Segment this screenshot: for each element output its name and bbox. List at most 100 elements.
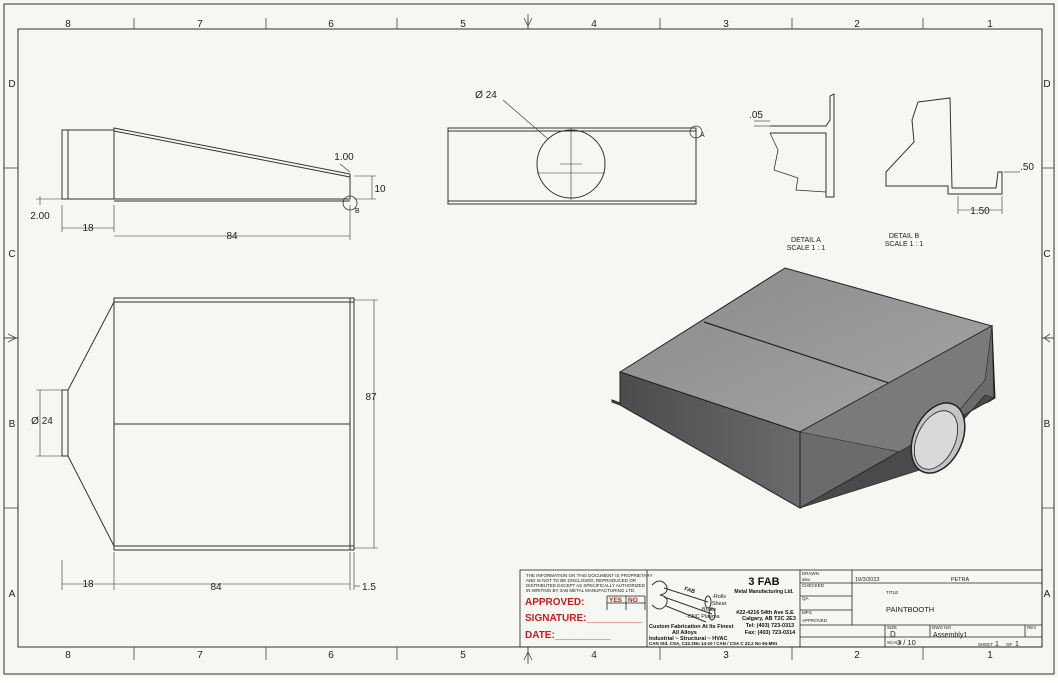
industries: Industrial ~ Structural ~ HVAC (649, 636, 727, 642)
label-mfg: MFG (802, 610, 812, 615)
label-checked: CHECKED (802, 583, 825, 588)
zone-row-a: A (9, 589, 16, 600)
zone-col-5-bottom: 5 (460, 650, 466, 661)
title-block (519, 569, 1043, 648)
dim-top-1-5: 1.5 (362, 582, 376, 593)
service-brake: -Brake (700, 607, 716, 613)
label-title: TITLE (886, 590, 898, 595)
service-shear: -Shear (710, 601, 727, 607)
detail-b-callout: B (355, 208, 360, 215)
dim-side-18: 18 (82, 223, 94, 234)
zone-col-1-bottom: 1 (987, 650, 993, 661)
zone-col-2-bottom: 2 (854, 650, 860, 661)
scale-value: 3 / 10 (897, 638, 916, 647)
zone-col-2: 2 (854, 19, 860, 30)
zone-col-8: 8 (65, 19, 71, 30)
detail-a (754, 93, 835, 198)
dim-side-1-00: 1.00 (334, 152, 354, 163)
top-view-dims: 87 Ø 24 18 84 1.5 (31, 392, 377, 593)
zone-col-7-bottom: 7 (197, 650, 203, 661)
label-dwg-no: DWG NO (932, 625, 951, 630)
dim-side-10: 10 (374, 184, 386, 195)
zone-row-d-right: D (1043, 79, 1050, 90)
notice-line-2: AND IS NOT TO BE DISCLOSED, REPRODUCED O… (526, 578, 637, 583)
service-cnc: -CNC Plasma (686, 614, 721, 620)
zone-col-6: 6 (328, 19, 334, 30)
zone-col-3-bottom: 3 (723, 650, 729, 661)
side-view-dims: 1.00 10 2.00 18 84 B (30, 152, 386, 242)
zone-row-a-right: A (1044, 589, 1051, 600)
zone-labels-rows: D C B A D C B A (8, 79, 1050, 600)
dim-side-2-00: 2.00 (30, 211, 50, 222)
isometric-view (611, 267, 996, 509)
zone-col-5: 5 (460, 19, 466, 30)
alloys: All Alloys (672, 630, 697, 636)
detail-a-text: .05 DETAIL A SCALE 1 : 1 (749, 110, 825, 252)
detail-b-dim-150: 1.50 (970, 206, 990, 217)
sheet-value: 1 (995, 641, 999, 648)
detail-a-scale: SCALE 1 : 1 (787, 245, 826, 252)
label-qa: QA (802, 596, 809, 601)
dim-front-dia: Ø 24 (475, 90, 497, 101)
zone-col-1: 1 (987, 19, 993, 30)
title-block-text: THE INFORMATION ON THIS DOCUMENT IS PROP… (525, 571, 1036, 648)
address-1: #22-4216 54th Ave S.E (736, 610, 794, 616)
zone-col-6-bottom: 6 (328, 650, 334, 661)
zone-row-c: C (8, 249, 15, 260)
dim-top-84: 84 (210, 582, 222, 593)
fax: Fax: (403) 723-0314 (745, 630, 796, 636)
zone-col-4: 4 (591, 19, 597, 30)
zone-col-7: 7 (197, 19, 203, 30)
zone-col-4-bottom: 4 (591, 650, 597, 661)
logo-fab: FAB (683, 586, 695, 595)
zone-labels-top: 8 7 6 5 4 3 2 1 (65, 19, 993, 30)
front-view-dims: Ø 24 A (475, 90, 705, 139)
detail-b-title: DETAIL B (889, 233, 920, 240)
detail-a-dim: .05 (749, 110, 763, 121)
drawn-date: 10/3/2023 (855, 577, 879, 583)
drawing-title: PAINTBOOTH (886, 605, 934, 614)
notice-line-1: THE INFORMATION ON THIS DOCUMENT IS PROP… (526, 573, 653, 578)
certification: CAN Std. CSA, C22.2No 14-10 / CAN / CSA … (649, 641, 778, 646)
approved-label: APPROVED: (525, 597, 584, 608)
detail-b-scale: SCALE 1 : 1 (885, 241, 924, 248)
detail-b-dim-50: .50 (1020, 162, 1034, 173)
zone-col-8-bottom: 8 (65, 650, 71, 661)
drawn-by: alex (802, 577, 811, 582)
tel: Tel: (403) 723-0313 (746, 623, 795, 629)
label-of: OF (1006, 642, 1013, 647)
detail-b (885, 97, 1020, 214)
center-marks (4, 14, 1054, 664)
address-2: Calgary, AB T2C 2E3 (742, 616, 796, 622)
zone-col-3: 3 (723, 19, 729, 30)
zone-row-b: B (9, 419, 16, 430)
size-value: D (890, 630, 896, 639)
label-size: SIZE (887, 625, 897, 630)
dim-top-87: 87 (365, 392, 377, 403)
dim-top-18: 18 (82, 579, 94, 590)
notice-line-3: DISTRIBUTED EXCEPT AS SPECIFICALLY AUTHO… (526, 583, 646, 588)
detail-a-title: DETAIL A (791, 237, 821, 244)
company-name: PETRA (951, 577, 970, 583)
zone-row-c-right: C (1043, 249, 1050, 260)
service-rolls: -Rolls (712, 594, 726, 600)
side-view (36, 127, 376, 240)
company-logo-name: 3 FAB (748, 576, 779, 588)
top-view (36, 297, 378, 590)
zone-labels-bottom: 8 7 6 5 4 3 2 1 (65, 650, 993, 661)
label-sheet: SHEET (978, 642, 993, 647)
signature-label: SIGNATURE:__________ (525, 613, 643, 624)
zone-row-d: D (8, 79, 15, 90)
notice-line-4: IN WRITING BY 3AB METAL MANUFACTURING LT… (526, 588, 635, 593)
detail-b-text: .50 1.50 DETAIL B SCALE 1 : 1 (885, 162, 1035, 248)
front-view (447, 99, 703, 205)
dim-side-84: 84 (226, 231, 238, 242)
detail-a-callout: A (700, 132, 705, 139)
company-sub: Metal Manufacturing Ltd. (734, 589, 794, 595)
sheet-of-value: 1 (1015, 641, 1019, 648)
outer-frame (3, 3, 1055, 675)
yes-label: YES (609, 597, 623, 604)
label-approved: APPROVED (802, 618, 828, 623)
